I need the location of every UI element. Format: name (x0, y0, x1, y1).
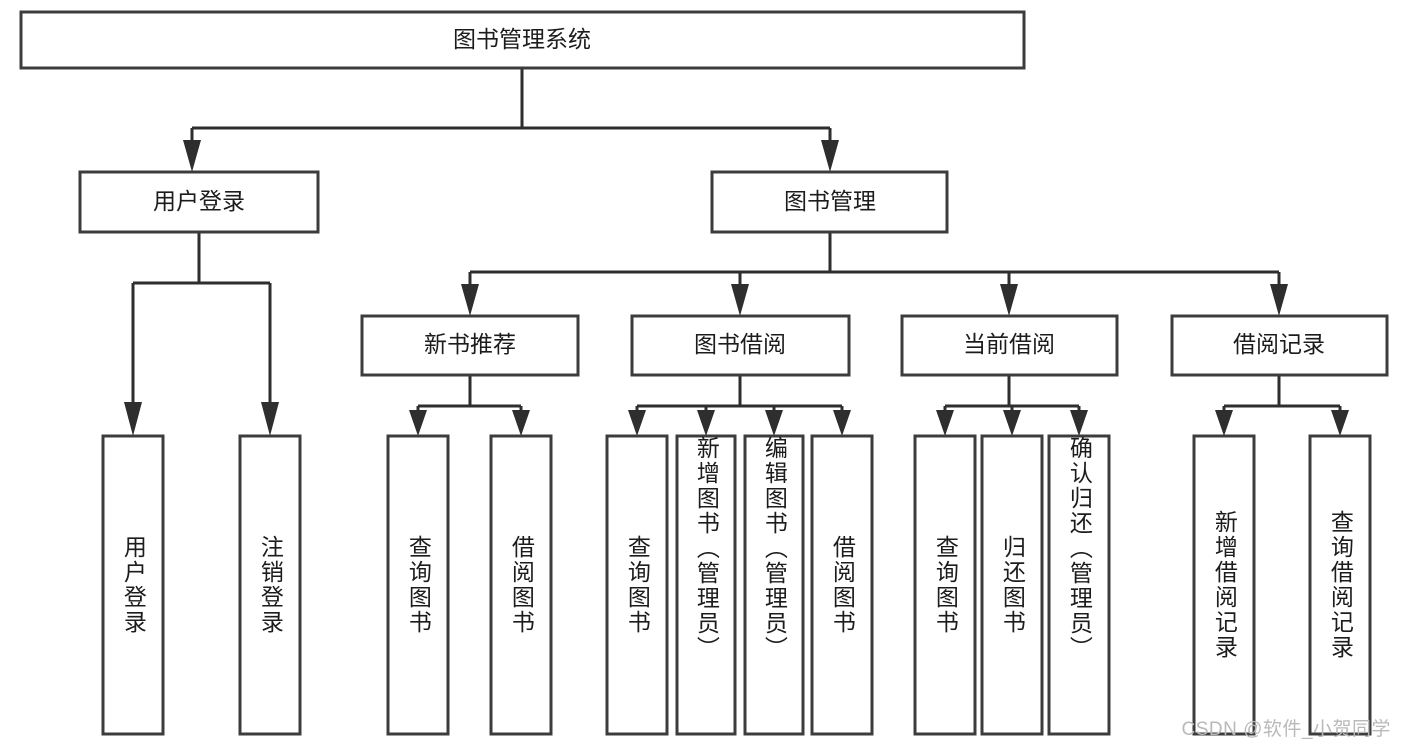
node-borrow-record[interactable] (1170, 314, 1389, 377)
arrow-head-br-leaf-2 (1331, 410, 1349, 436)
connector-group-borrow-record (1215, 375, 1349, 436)
connector-group-user-login (124, 232, 279, 436)
leaf-book-borrow-3[interactable] (810, 434, 874, 736)
node-current-borrow-label: 当前借阅 (963, 331, 1055, 357)
arrow-head-user-login (183, 140, 201, 172)
arrow-head-bb-leaf-2 (697, 410, 715, 436)
arrow-head-nb-leaf-1 (409, 410, 427, 436)
arrow-head-cb-leaf-2 (1003, 410, 1021, 436)
arrow-head-new-book (461, 284, 479, 316)
node-book-manage-label: 图书管理 (784, 188, 876, 214)
leaf-borrow-record-0[interactable] (1192, 434, 1256, 736)
arrow-head-book-borrow (731, 284, 749, 316)
arrow-head-ul-leaf-1 (124, 402, 142, 436)
leaf-user-login-0[interactable] (101, 434, 165, 736)
arrow-head-br-leaf-1 (1215, 410, 1233, 436)
leaf-user-login-1[interactable] (238, 434, 302, 736)
leaf-new-book-0[interactable] (386, 434, 450, 736)
node-new-book-recommend-label: 新书推荐 (424, 331, 516, 357)
node-book-borrow-label: 图书借阅 (694, 331, 786, 357)
arrow-head-borrow-record (1270, 284, 1288, 316)
arrow-head-ul-leaf-2 (261, 402, 279, 436)
leaf-book-borrow-0[interactable] (605, 434, 669, 736)
node-user-login-label: 用户登录 (153, 188, 245, 214)
node-new-book-recommend[interactable] (360, 314, 580, 377)
connector-group-new-book (409, 375, 530, 436)
connector-group-current-borrow (936, 375, 1088, 436)
arrow-head-bb-leaf-4 (833, 410, 851, 436)
node-root[interactable] (19, 10, 1026, 70)
leaf-book-borrow-1[interactable] (675, 434, 737, 736)
node-book-manage[interactable] (710, 170, 949, 234)
connector-group-root (183, 68, 839, 172)
csdn-watermark: CSDN @软件_小贺同学 (1181, 719, 1391, 740)
connector-group-book-manage (461, 232, 1288, 316)
arrow-head-book-manage (821, 140, 839, 172)
node-borrow-record-label: 借阅记录 (1233, 331, 1325, 357)
node-user-login[interactable] (78, 170, 320, 234)
connector-group-book-borrow (628, 375, 851, 436)
leaf-current-borrow-2[interactable] (1047, 434, 1111, 736)
arrow-head-bb-leaf-3 (765, 410, 783, 436)
arrow-head-cb-leaf-1 (936, 410, 954, 436)
node-root-label: 图书管理系统 (453, 26, 591, 52)
node-current-borrow[interactable] (900, 314, 1119, 377)
arrow-head-current-borrow (1000, 284, 1018, 316)
arrow-head-bb-leaf-1 (628, 410, 646, 436)
arrow-head-cb-leaf-3 (1070, 410, 1088, 436)
leaf-current-borrow-0[interactable] (913, 434, 977, 736)
node-book-borrow[interactable] (630, 314, 851, 377)
arrow-head-nb-leaf-2 (512, 410, 530, 436)
leaf-current-borrow-1[interactable] (980, 434, 1044, 736)
leaf-new-book-1[interactable] (489, 434, 553, 736)
leaf-book-borrow-2[interactable] (743, 434, 805, 736)
leaf-borrow-record-1[interactable] (1308, 434, 1372, 736)
